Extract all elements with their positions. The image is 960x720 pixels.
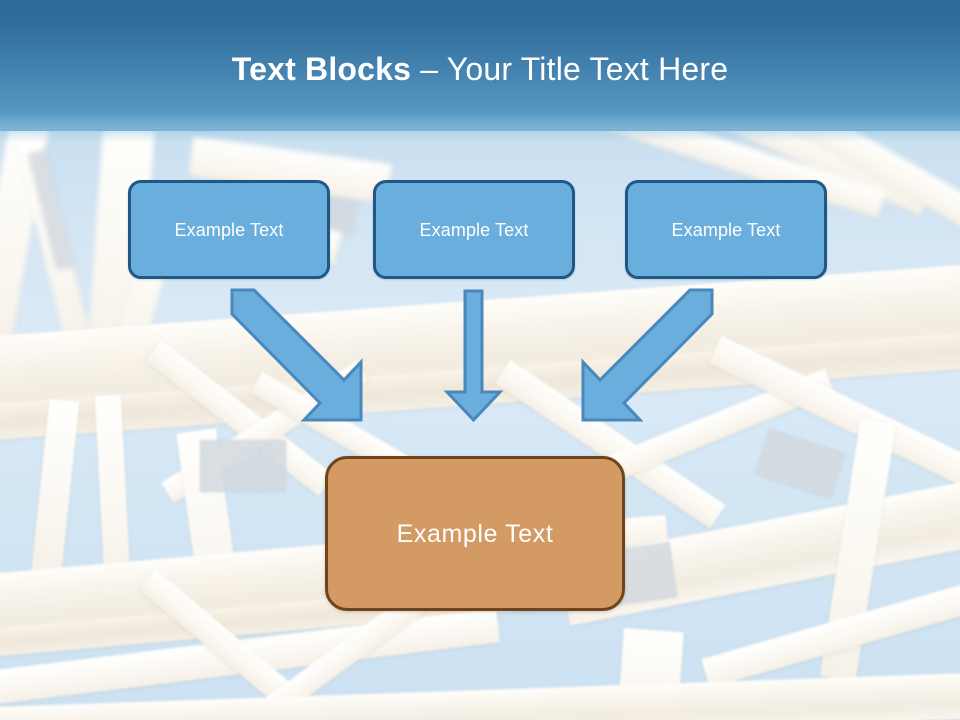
header-fade bbox=[0, 112, 960, 142]
text-block-2-label: Example Text bbox=[419, 219, 529, 240]
text-block-1-label: Example Text bbox=[174, 219, 284, 240]
gusset-plate bbox=[754, 428, 846, 500]
result-text-block[interactable]: Example Text bbox=[325, 456, 625, 611]
text-block-3-label: Example Text bbox=[671, 219, 781, 240]
text-block-2[interactable]: Example Text bbox=[373, 180, 575, 279]
title-bold-part: Text Blocks bbox=[231, 51, 412, 87]
header-band bbox=[0, 0, 960, 131]
text-block-1[interactable]: Example Text bbox=[128, 180, 330, 279]
text-block-3[interactable]: Example Text bbox=[625, 180, 827, 279]
title-separator: – bbox=[411, 51, 447, 87]
result-text-block-label: Example Text bbox=[396, 519, 554, 548]
arrow-right-diagonal[interactable] bbox=[581, 288, 714, 422]
page-title: Text Blocks – Your Title Text Here bbox=[0, 49, 960, 89]
arrow-middle-vertical[interactable] bbox=[443, 289, 504, 423]
gusset-plate bbox=[200, 440, 286, 492]
title-rest-part: Your Title Text Here bbox=[446, 51, 729, 87]
arrow-left-diagonal[interactable] bbox=[230, 288, 363, 422]
